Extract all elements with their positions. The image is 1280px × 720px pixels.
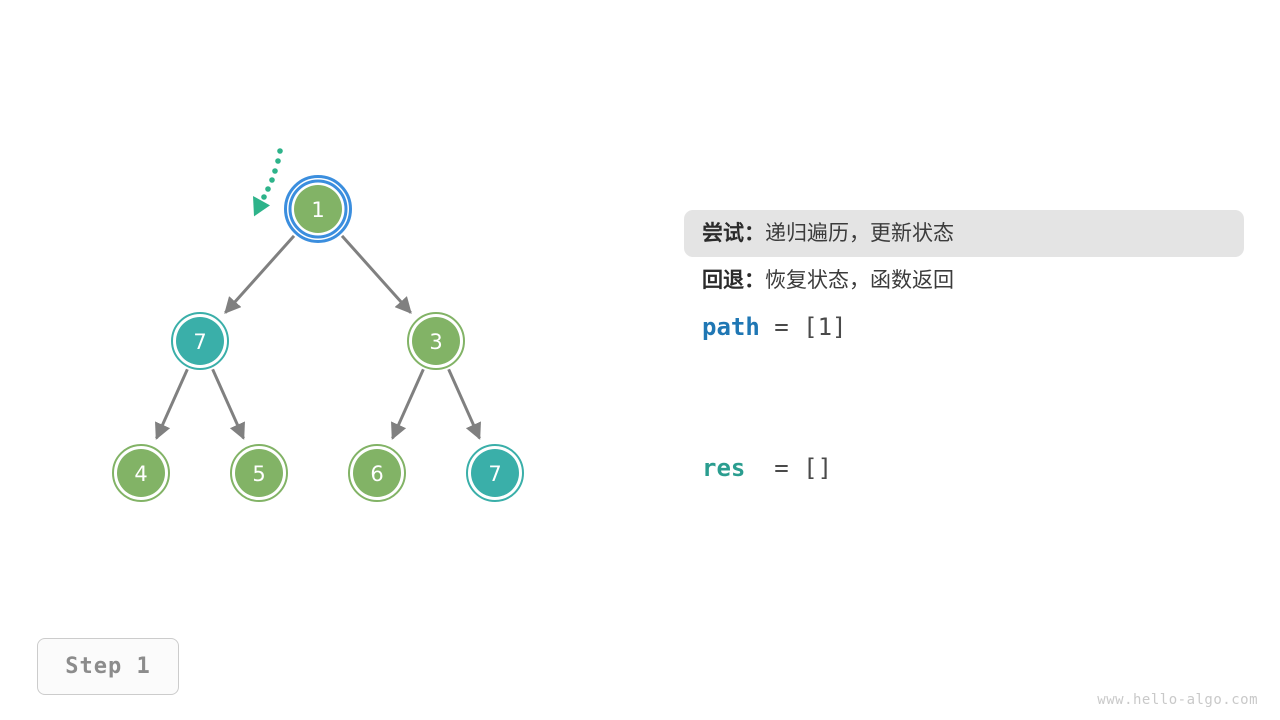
- step-badge-label: Step 1: [65, 654, 151, 679]
- state-info-panel: 尝试：递归遍历，更新状态回退：恢复状态，函数返回 path = [1] res …: [684, 210, 1244, 492]
- binary-tree-diagram: 1 7 3 4 5 6 7: [112, 148, 524, 502]
- pointer-trail-dot: [269, 177, 275, 183]
- tree-edge: [391, 368, 425, 440]
- operation-label: 尝试：: [702, 221, 765, 245]
- variable-state-list: path = [1] res = []: [684, 304, 1244, 492]
- node-circle: [471, 449, 519, 497]
- tree-nodes: 1 7 3 4 5 6 7: [112, 175, 524, 502]
- operation-description: 递归遍历，更新状态: [765, 221, 954, 245]
- pointer-trail-dot: [261, 194, 267, 200]
- watermark: www.hello-algo.com: [1097, 692, 1258, 708]
- variable-value: = [1]: [759, 313, 847, 341]
- pointer-trail-dot: [277, 148, 283, 154]
- tree-edge: [447, 368, 481, 440]
- tree-node: 1: [284, 175, 352, 243]
- operation-description: 恢复状态，函数返回: [765, 268, 954, 292]
- pointer-trail-dot: [275, 158, 281, 164]
- pointer-arrowhead-icon: [253, 196, 270, 217]
- pointer-trail-dot: [272, 168, 278, 174]
- tree-edge: [211, 368, 245, 440]
- tree-node: 5: [230, 444, 288, 502]
- tree-edge: [155, 368, 189, 440]
- code-spacer: [684, 398, 1244, 445]
- code-spacer: [684, 351, 1244, 398]
- tree-edges: [155, 234, 481, 440]
- tree-node: 3: [407, 312, 465, 370]
- node-circle: [294, 185, 342, 233]
- operation-label: 回退：: [702, 268, 765, 292]
- node-outer-ring: [466, 444, 524, 502]
- tree-node: 4: [112, 444, 170, 502]
- node-value-label: 7: [488, 462, 501, 486]
- node-highlight-ring: [284, 175, 352, 243]
- node-value-label: 3: [429, 330, 442, 354]
- node-circle: [117, 449, 165, 497]
- node-circle: [235, 449, 283, 497]
- variable-line: path = [1]: [684, 304, 1244, 351]
- node-circle: [176, 317, 224, 365]
- node-outer-ring: [171, 312, 229, 370]
- operation-line: 尝试：递归遍历，更新状态: [684, 210, 1244, 257]
- node-outer-ring: [230, 444, 288, 502]
- operation-description-list: 尝试：递归遍历，更新状态回退：恢复状态，函数返回: [684, 210, 1244, 304]
- node-value-label: 6: [370, 462, 383, 486]
- node-value-label: 7: [193, 330, 206, 354]
- tree-node: 6: [348, 444, 406, 502]
- variable-name: path: [702, 313, 760, 341]
- node-outer-ring: [112, 444, 170, 502]
- node-value-label: 4: [134, 462, 147, 486]
- recursion-entry-pointer: [253, 148, 283, 217]
- tree-edge: [340, 234, 412, 314]
- variable-line: res = []: [684, 445, 1244, 492]
- step-badge: Step 1: [37, 638, 179, 695]
- operation-line: 回退：恢复状态，函数返回: [684, 257, 1244, 304]
- node-outer-ring: [407, 312, 465, 370]
- tree-node: 7: [466, 444, 524, 502]
- node-outer-ring: [288, 179, 348, 239]
- node-outer-ring: [348, 444, 406, 502]
- tree-edge: [224, 234, 296, 314]
- tree-node: 7: [171, 312, 229, 370]
- variable-name: res: [702, 454, 746, 482]
- node-circle: [353, 449, 401, 497]
- node-value-label: 1: [311, 198, 324, 222]
- watermark-text: www.hello-algo.com: [1097, 692, 1258, 708]
- variable-value: = []: [745, 454, 833, 482]
- node-value-label: 5: [252, 462, 265, 486]
- node-circle: [412, 317, 460, 365]
- pointer-trail-dot: [265, 186, 271, 192]
